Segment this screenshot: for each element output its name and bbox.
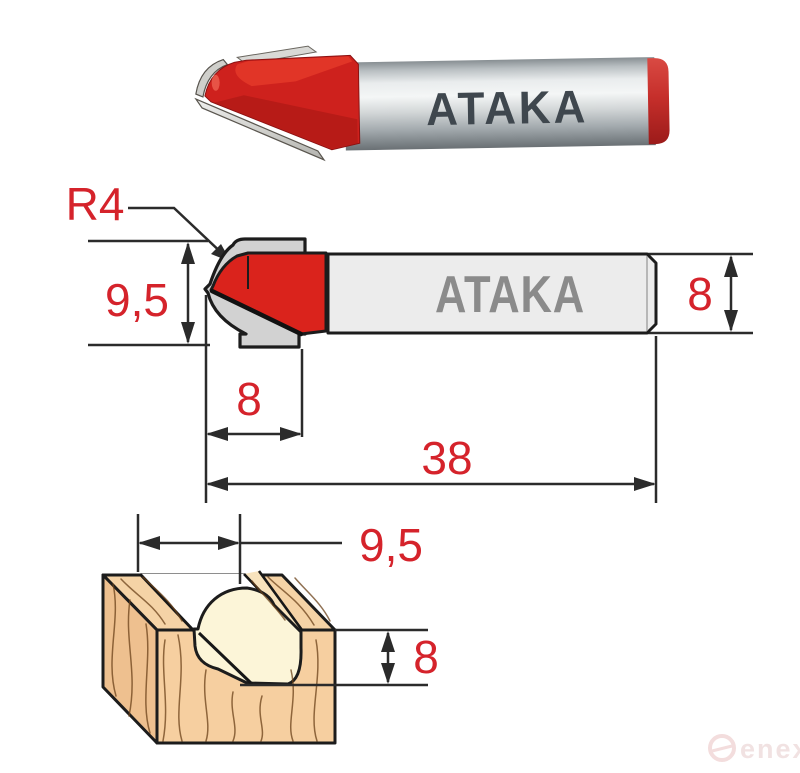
radius-leader-line [128,206,228,259]
photo-bottom-carbide-blade [194,97,326,162]
arrowhead [724,255,738,277]
arrowhead [206,477,228,491]
groove-wall-outer-edge [257,570,304,631]
shank-diameter-value: 8 [687,268,713,320]
arrowhead [206,427,228,441]
photo-left-carbide-edge [195,58,229,98]
arrowhead [181,242,195,264]
groove-width-value: 9,5 [359,519,423,571]
watermark-text: enex [740,734,800,764]
watermark-ring-icon [708,734,736,762]
wood-grain-lines [111,576,331,742]
watermark-ring-bar [711,744,733,753]
arrowhead [634,477,656,491]
product-photo: ATAKA [194,45,670,162]
photo-highlight [211,74,220,91]
arrowhead [138,536,160,550]
groove-depth-value: 8 [413,631,439,683]
groove-cut-surface [192,586,303,686]
photo-cutter-head [194,45,361,162]
arrowhead [218,536,240,550]
photo-red-top-sheen [235,56,353,87]
groove-cut-arris [197,631,254,686]
drawing-red-body [209,251,328,336]
arrowhead [181,322,195,344]
wood-profile-illustration: 9,5 8 [101,514,439,745]
drawing-cutting-edge [209,288,304,337]
photo-shank [344,57,656,151]
arrowhead [724,310,738,332]
overall-length-value: 38 [421,432,472,484]
cut-length-value: 8 [236,373,262,425]
arrowhead [381,631,395,652]
photo-red-bottom-shade [214,95,358,149]
drawing-brand-text: ATAKA [435,266,585,324]
radius-label: R4 [66,178,125,230]
head-width-value: 9,5 [105,274,169,326]
arrowhead [381,663,395,684]
drawing-shank [326,252,658,335]
technical-drawing: ATAKA R4 9,5 8 8 38 [66,178,753,503]
watermark-logo: enex [708,734,800,764]
photo-brand-text: ATAKA [426,80,589,135]
arrowhead [280,427,302,441]
photo-shank-red-end-cap [647,58,670,145]
